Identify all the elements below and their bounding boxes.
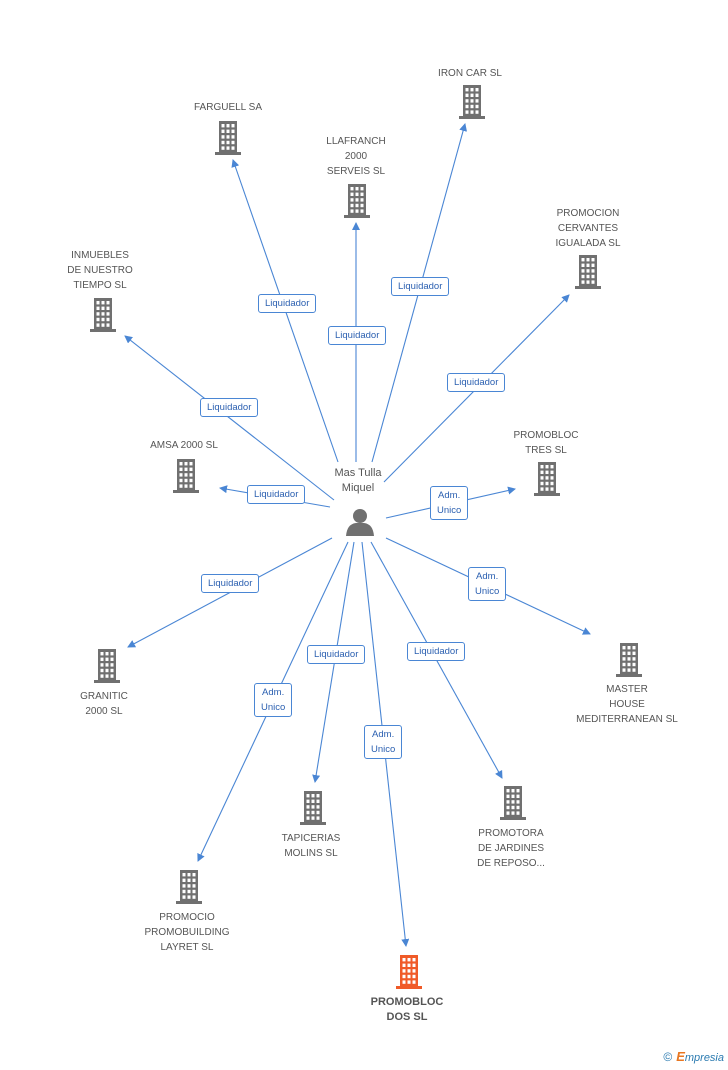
company-label-llafranch[interactable]: LLAFRANCH 2000 SERVEIS SL xyxy=(326,136,386,177)
building-icon-promocion_cervantes[interactable] xyxy=(575,255,601,289)
copyright-symbol: © xyxy=(663,1050,673,1064)
company-label-farguell[interactable]: FARGUELL SA xyxy=(194,102,262,113)
person-icon[interactable] xyxy=(346,509,374,536)
edge-label-granitic[interactable]: Liquidador xyxy=(201,573,260,593)
edge-label-llafranch[interactable]: Liquidador xyxy=(328,325,387,345)
edge-label-master_house[interactable]: Adm. Unico xyxy=(468,567,507,601)
building-icon-promobloc_tres[interactable] xyxy=(534,462,560,496)
center-person-label: Mas Tulla Miquel xyxy=(334,467,382,494)
company-label-amsa[interactable]: AMSA 2000 SL xyxy=(150,440,218,451)
edge-label-promocion_cervantes[interactable]: Liquidador xyxy=(447,372,506,392)
edge-label-tapicerias[interactable]: Liquidador xyxy=(307,644,366,664)
edge-label-promotora_jardines[interactable]: Liquidador xyxy=(407,641,466,661)
edge-label-inmuebles[interactable]: Liquidador xyxy=(200,397,259,417)
company-label-promotora_jardines[interactable]: PROMOTORA DE JARDINES DE REPOSO... xyxy=(477,828,545,869)
nodes-layer xyxy=(90,85,642,989)
edge-label-promobloc_tres[interactable]: Adm. Unico xyxy=(430,486,469,520)
building-icon-master_house[interactable] xyxy=(616,643,642,677)
edge-label-farguell[interactable]: Liquidador xyxy=(258,293,317,313)
edge-label-promocio_promobuilding[interactable]: Adm. Unico xyxy=(254,683,293,717)
edge-label-ironcar[interactable]: Liquidador xyxy=(391,276,450,296)
building-icon-llafranch[interactable] xyxy=(344,184,370,218)
building-icon-tapicerias[interactable] xyxy=(300,791,326,825)
edge-inmuebles xyxy=(124,335,335,501)
company-label-promocio_promobuilding[interactable]: PROMOCIO PROMOBUILDING LAYRET SL xyxy=(144,912,230,953)
company-label-master_house[interactable]: MASTER HOUSE MEDITERRANEAN SL xyxy=(576,684,678,725)
edge-label-promobloc_dos[interactable]: Adm. Unico xyxy=(364,725,403,759)
building-icon-granitic[interactable] xyxy=(94,649,120,683)
brand-logo-text: mpresia xyxy=(684,1052,724,1064)
edge-label-amsa[interactable]: Liquidador xyxy=(247,484,306,504)
building-icon-promobloc_dos[interactable] xyxy=(396,955,422,989)
building-icon-promotora_jardines[interactable] xyxy=(500,786,526,820)
brand-logo-e: E xyxy=(676,1049,685,1064)
company-label-ironcar[interactable]: IRON CAR SL xyxy=(438,68,502,79)
company-label-promobloc_tres[interactable]: PROMOBLOC TRES SL xyxy=(513,430,579,456)
building-icon-amsa[interactable] xyxy=(173,459,199,493)
building-icon-promocio_promobuilding[interactable] xyxy=(176,870,202,904)
company-label-promocion_cervantes[interactable]: PROMOCION CERVANTES IGUALADA SL xyxy=(555,208,621,249)
building-icon-ironcar[interactable] xyxy=(459,85,485,119)
edge-granitic xyxy=(127,537,333,648)
company-label-granitic[interactable]: GRANITIC 2000 SL xyxy=(80,691,128,717)
building-icon-farguell[interactable] xyxy=(215,121,241,155)
footer-brand: ©Empresia xyxy=(663,1049,724,1064)
company-label-tapicerias[interactable]: TAPICERIAS MOLINS SL xyxy=(281,833,341,859)
building-icon-inmuebles[interactable] xyxy=(90,298,116,332)
company-label-promobloc_dos[interactable]: PROMOBLOC DOS SL xyxy=(370,996,444,1023)
company-label-inmuebles[interactable]: INMUEBLES DE NUESTRO TIEMPO SL xyxy=(67,250,133,291)
